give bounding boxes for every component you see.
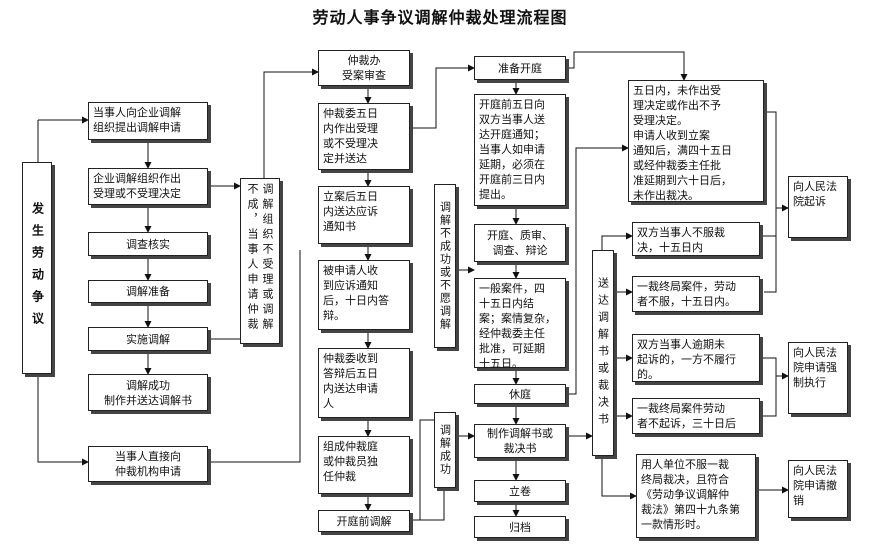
apply-direct-node: 当事人直接向 仲裁机构申请 xyxy=(88,446,208,482)
page-title: 劳动人事争议调解仲裁处理流程图 xyxy=(312,8,568,27)
make-award-node: 制作调解书或 裁决书 xyxy=(474,424,566,458)
court-enforce-node: 向人民法院申请强制执行 xyxy=(788,342,848,414)
conduct-mediation-node: 实施调解 xyxy=(88,327,208,351)
pre-hearing-mediation-node: 开庭前调解 xyxy=(318,510,410,532)
dispute-occurs-node: 发生劳动争议 xyxy=(22,162,52,374)
respondent-ten-days-node: 被申请人收 到应诉通知 后，十日内答 辩。 xyxy=(318,260,410,330)
court-revoke-node: 向人民法院申请撤销 xyxy=(788,460,848,518)
final-case-worker-node: 一裁终局案件，劳动 者不服，十五日内。 xyxy=(632,276,760,312)
notify-five-days-node: 立案后五日 内送达应诉 通知书 xyxy=(318,186,410,244)
enterprise-decision-node: 企业调解组织作出 受理或不受理决定 xyxy=(88,168,208,205)
investigate-node: 调查核实 xyxy=(88,232,208,256)
hearing-steps-node: 开庭、质审、 调查、辩论 xyxy=(474,224,566,262)
deliver-award-node: 送达调解书或裁决书 xyxy=(592,250,614,456)
not-accepted-apply-arbitration-node: 调解组织不受理或调解不成，当事人申请仲裁 xyxy=(240,178,280,344)
committee-five-days-node: 仲裁委五日 内作出受理 或不受理决 定并送达 xyxy=(318,103,410,170)
final-case-thirty-days-node: 一裁终局案件劳动 者不起诉，三十日后 xyxy=(632,398,760,434)
prepare-mediation-node: 调解准备 xyxy=(88,280,208,303)
hearing-notice-node: 开庭前五日向 双方当事人送 达开庭通知； 当事人如申请 延期，必须在 开庭前三日… xyxy=(474,94,566,206)
mediation-failed-node: 调解不成功或不愿调解 xyxy=(434,184,456,348)
arbitration-office-review-node: 仲裁办 受案审查 xyxy=(318,50,410,86)
adjourn-node: 休庭 xyxy=(474,384,566,404)
archive-node: 归档 xyxy=(474,516,566,538)
five-day-note-node: 五日内，未作出受 理决定或作出不予 受理决定。 申请人收到立案 通知后，满四十五… xyxy=(628,80,764,202)
prepare-hearing-node: 准备开庭 xyxy=(474,56,566,80)
apply-enterprise-node: 当事人向企业调解 组织提出调解申请 xyxy=(88,102,208,140)
mediation-ok-node: 调解成功 xyxy=(434,412,456,488)
mediation-success-node: 调解成功 制作并送达调解书 xyxy=(88,374,208,411)
employer-revoke-node: 用人单位不服一裁 终局裁决，且符合 《劳动争议调解仲 裁法》第四十九条第 一款情… xyxy=(636,454,756,538)
court-sue-node: 向人民法院起诉 xyxy=(788,176,848,238)
general-case-node: 一般案件，四 十五日内结 案；案情复杂， 经仲裁委主任 批准，可延期 十五日。 xyxy=(474,278,566,370)
form-tribunal-node: 组成仲裁庭 或仲裁员独 任仲裁 xyxy=(318,436,410,494)
both-not-accept-node: 双方当事人不服裁 决，十五日内 xyxy=(632,222,760,256)
committee-defense-node: 仲裁委收到 答辩后五日 内送达申请 人 xyxy=(318,348,410,418)
overdue-not-sue-node: 双方当事人逾期未 起诉的，一方不履行 的。 xyxy=(632,334,760,382)
file-record-node: 立卷 xyxy=(474,480,566,502)
